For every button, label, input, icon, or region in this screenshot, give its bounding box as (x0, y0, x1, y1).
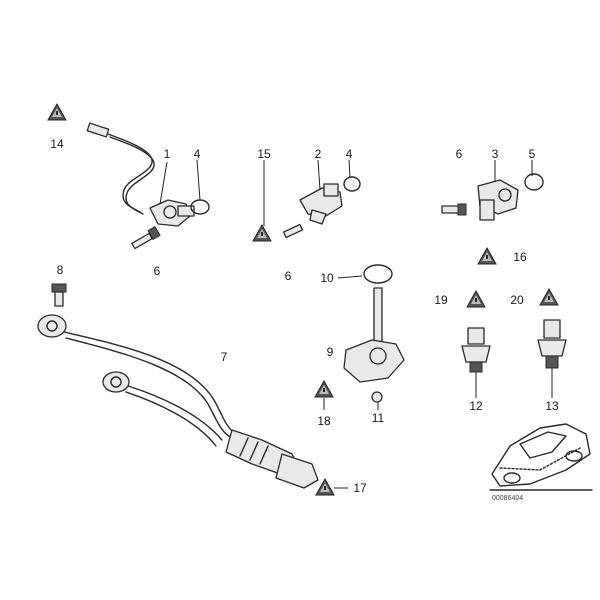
pressure-switch-12 (461, 327, 491, 373)
bolt-8 (51, 283, 67, 307)
o-ring-5 (524, 173, 544, 191)
callout-12: 12 (469, 399, 483, 413)
sensor-bolt-3 (441, 203, 467, 216)
callout-5: 5 (529, 147, 536, 161)
callout-9: 9 (327, 345, 334, 359)
callout-6b: 6 (285, 269, 292, 283)
callout-20: 20 (510, 293, 524, 307)
callout-4a: 4 (194, 147, 201, 161)
sensor-2 (299, 183, 343, 225)
knock-sensor-harness-7 (37, 314, 319, 489)
leader-lines (159, 159, 553, 489)
callout-7: 7 (221, 350, 228, 364)
warning-19 (466, 290, 486, 308)
callout-18: 18 (317, 414, 331, 428)
sensor-1-oxygen-with-cable (86, 122, 195, 227)
callout-3: 3 (492, 147, 499, 161)
warning-14 (47, 103, 67, 121)
warning-triangle-icon (47, 103, 67, 121)
car-silhouette-icon (491, 423, 591, 487)
warning-15 (252, 224, 272, 242)
pressure-switch-13 (537, 319, 567, 369)
callout-1: 1 (164, 147, 171, 161)
callout-17: 17 (353, 481, 367, 495)
callout-8: 8 (57, 263, 64, 277)
warning-16 (477, 247, 497, 265)
warning-20 (539, 288, 559, 306)
sensor-bolt-2 (282, 223, 304, 239)
callout-11: 11 (372, 411, 385, 425)
warning-18 (314, 380, 334, 398)
sensor-9-oil-level (343, 287, 405, 383)
o-ring-10 (363, 264, 393, 284)
callout-15: 15 (257, 147, 271, 161)
callout-10: 10 (320, 271, 334, 285)
warning-triangle-icon (252, 224, 272, 242)
callout-14: 14 (50, 137, 64, 151)
sensor-bolt-1 (131, 225, 161, 250)
nut-11 (371, 391, 383, 403)
callout-19: 19 (434, 293, 448, 307)
warning-17 (315, 478, 335, 496)
callout-6c: 6 (456, 147, 463, 161)
warning-triangle-icon (477, 247, 497, 265)
warning-triangle-icon (466, 290, 486, 308)
sensor-3 (477, 179, 519, 221)
callout-4b: 4 (346, 147, 353, 161)
diagram-code: 00086404 (492, 495, 523, 502)
callout-16: 16 (513, 250, 527, 264)
callout-13: 13 (545, 399, 559, 413)
warning-triangle-icon (315, 478, 335, 496)
warning-triangle-icon (539, 288, 559, 306)
callout-6a: 6 (154, 264, 161, 278)
callouts: 1 4 14 6 15 2 4 6 10 9 18 11 6 3 5 16 19… (50, 137, 559, 502)
callout-2: 2 (315, 147, 322, 161)
warning-triangle-icon (314, 380, 334, 398)
o-ring-4b (343, 176, 361, 192)
